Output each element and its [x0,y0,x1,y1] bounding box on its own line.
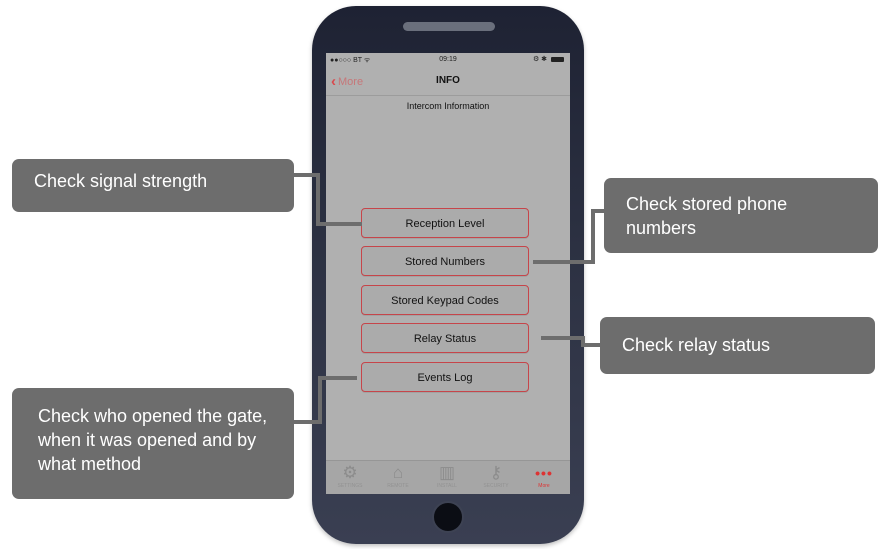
tab-settings[interactable]: ⚙ SETTINGS [328,463,372,494]
stored-numbers-button[interactable]: Stored Numbers [361,246,529,276]
house-icon: ⌂ [392,463,404,482]
callout-signal-strength: Check signal strength [12,159,294,212]
status-bar: ●●○○○ BT ᯤ 09:19 ⚙ ✱ [326,53,570,67]
tab-more[interactable]: ••• More [522,463,566,494]
book-icon: ▥ [438,463,456,482]
more-icon: ••• [535,465,553,481]
back-label: More [338,76,364,88]
battery-icon [551,56,564,62]
status-icons: ⚙ ✱ [532,56,548,63]
tab-install[interactable]: ▥ INSTALL [425,463,469,494]
gear-icon: ⚙ [342,463,358,482]
back-button[interactable]: ‹More [331,73,363,90]
phone-speaker [403,22,495,31]
callout-relay-status: Check relay status [600,317,875,374]
tab-label: SETTINGS [337,483,363,489]
key-icon: ⚷ [489,463,503,482]
page-title: INFO [436,75,460,86]
tab-label: REMOTE [387,483,409,489]
stored-keypad-codes-button[interactable]: Stored Keypad Codes [361,285,529,315]
carrier-signal: ●●○○○ BT ᯤ [330,57,371,64]
connector-phone [533,209,604,264]
tab-bar: ⚙ SETTINGS ⌂ REMOTE ▥ INSTALL ⚷ SECURITY… [326,460,570,494]
section-title: Intercom Information [406,101,490,111]
callout-events-log: Check who opened the gate, when it was o… [12,388,294,499]
home-button[interactable] [432,501,464,533]
relay-status-button[interactable]: Relay Status [361,323,529,353]
tab-label: SECURITY [483,483,509,489]
status-time: 09:19 [439,56,457,63]
connector-signal [294,173,362,226]
connector-events [294,376,357,424]
chevron-left-icon: ‹ [331,73,336,90]
tab-label: INSTALL [437,483,457,489]
reception-level-button[interactable]: Reception Level [361,208,529,238]
app-screen: ●●○○○ BT ᯤ 09:19 ⚙ ✱ ‹More INFO Intercom… [326,53,570,494]
navigation-bar: ‹More INFO [326,67,570,96]
tab-remote[interactable]: ⌂ REMOTE [376,463,420,494]
events-log-button[interactable]: Events Log [361,362,529,392]
tab-security[interactable]: ⚷ SECURITY [474,463,518,494]
callout-stored-phone-numbers: Check stored phone numbers [604,178,878,253]
connector-relay [541,336,600,347]
status-indicators: ⚙ ✱ [533,55,564,63]
tab-label: More [538,483,550,489]
